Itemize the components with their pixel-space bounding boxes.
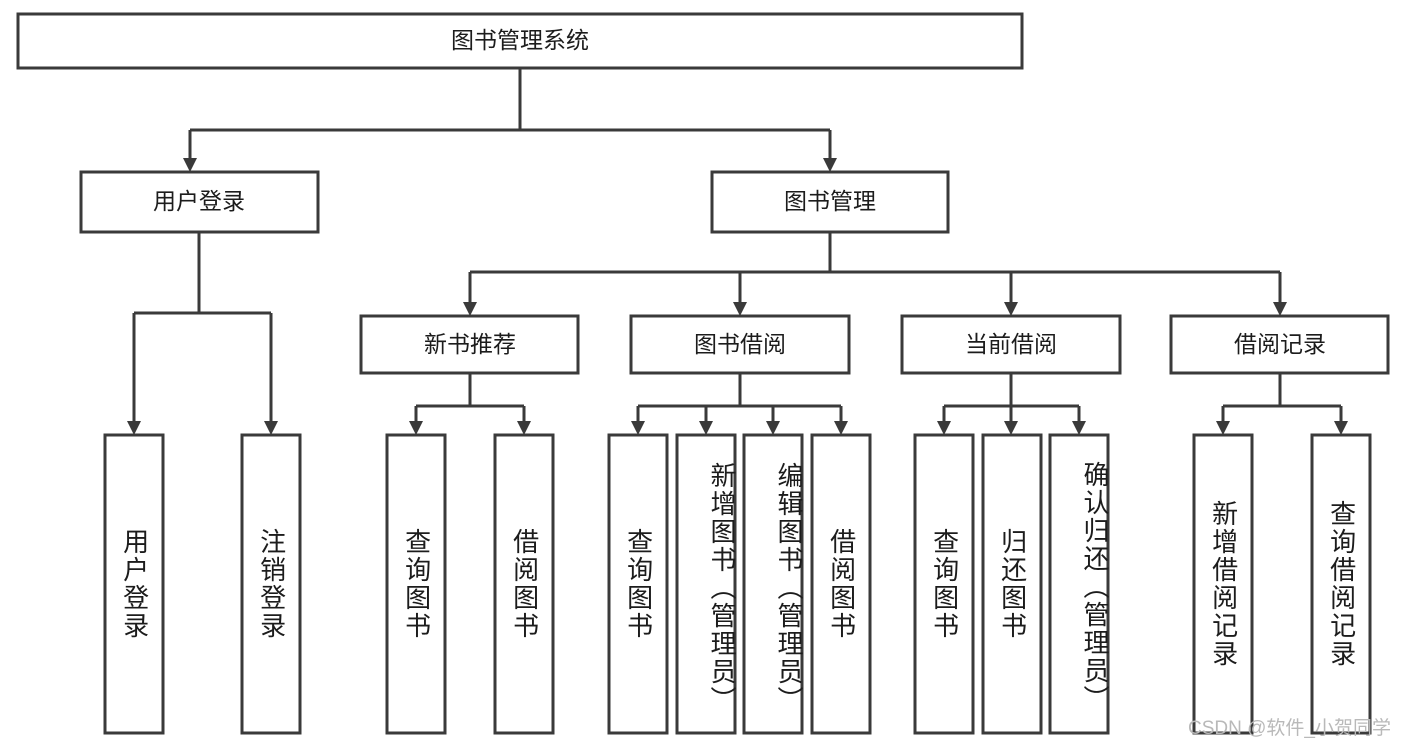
node-borrow-record-label: 借阅记录	[1234, 331, 1326, 357]
leaf-box-add-borrow-record[interactable]	[1192, 433, 1254, 735]
connector-new-book-recommend-to-leaves	[414, 373, 526, 423]
arrow-head-current-borrow	[1004, 302, 1018, 316]
arrow-head-leaf-query-book-c	[937, 421, 951, 435]
leaf-box-add-book[interactable]	[675, 433, 737, 735]
arrow-head-leaf-edit-book	[766, 421, 780, 435]
leaf-box-query-borrow-record[interactable]	[1310, 433, 1372, 735]
arrow-head-leaf-add-book	[699, 421, 713, 435]
arrow-head-new-book-recommend	[463, 302, 477, 316]
arrow-head-leaf-user-login	[127, 421, 141, 435]
leaf-box-borrow-book-b[interactable]	[810, 433, 872, 735]
arrow-head-book-borrow	[733, 302, 747, 316]
connector-book-management-to-level3	[468, 232, 1282, 304]
leaf-box-confirm-return[interactable]	[1048, 433, 1110, 735]
arrow-head-leaf-add-borrow-record	[1216, 421, 1230, 435]
node-current-borrow-label: 当前借阅	[965, 331, 1057, 357]
leaf-box-query-book-b[interactable]	[607, 433, 669, 735]
connector-user-login-to-leaves	[132, 232, 273, 423]
node-new-book-recommend-label: 新书推荐	[424, 331, 516, 357]
watermark-text: CSDN @软件_小贺同学	[1188, 718, 1391, 739]
arrow-head-leaf-query-borrow-record	[1334, 421, 1348, 435]
leaf-box-edit-book[interactable]	[742, 433, 804, 735]
connector-book-borrow-to-leaves	[636, 373, 843, 423]
arrow-head-leaf-query-book-b	[631, 421, 645, 435]
leaf-box-return-book[interactable]	[981, 433, 1043, 735]
arrow-head-book-manage	[823, 158, 837, 172]
connector-root-to-level2	[188, 68, 832, 160]
node-root-label: 图书管理系统	[451, 27, 589, 53]
arrow-head-user-login	[183, 158, 197, 172]
node-new-book-recommend-box[interactable]	[359, 314, 580, 375]
arrow-head-leaf-return-book	[1004, 421, 1018, 435]
arrow-head-leaf-borrow-book-a	[517, 421, 531, 435]
node-book-borrow-label: 图书借阅	[694, 331, 786, 357]
node-book-management-label: 图书管理	[784, 188, 876, 214]
connector-current-borrow-to-leaves	[942, 373, 1081, 423]
node-user-login-box[interactable]	[79, 170, 320, 234]
leaf-box-query-book-c[interactable]	[913, 433, 975, 735]
node-root-box[interactable]	[16, 12, 1024, 70]
connector-borrow-record-to-leaves	[1221, 373, 1343, 423]
arrow-head-leaf-borrow-book-b	[834, 421, 848, 435]
node-current-borrow-box[interactable]	[900, 314, 1122, 375]
arrow-head-borrow-record	[1273, 302, 1287, 316]
arrow-head-leaf-confirm-return	[1072, 421, 1086, 435]
leaf-box-borrow-book-a[interactable]	[493, 433, 555, 735]
arrow-head-leaf-query-book-a	[409, 421, 423, 435]
leaf-box-query-book-a[interactable]	[385, 433, 447, 735]
arrow-head-leaf-logout	[264, 421, 278, 435]
node-user-login-label: 用户登录	[153, 188, 245, 214]
leaf-box-user-login[interactable]	[103, 433, 165, 735]
leaf-box-logout[interactable]	[240, 433, 302, 735]
